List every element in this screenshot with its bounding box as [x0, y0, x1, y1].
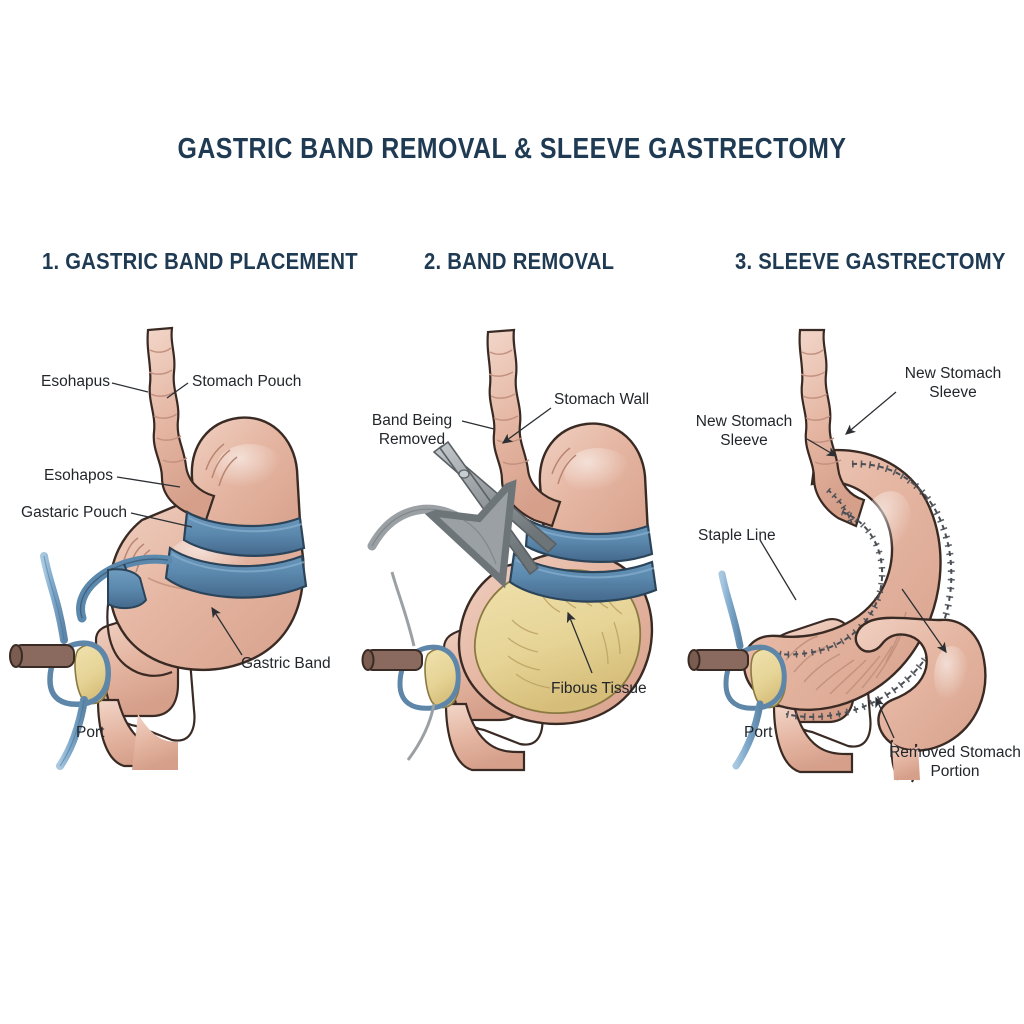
removed-stomach-portion-line-1: Removed Stomach — [889, 744, 1021, 761]
esophagus-shape-3 — [798, 328, 866, 528]
panel-1-leader-lines — [111, 382, 243, 656]
duodenum-shape-2 — [442, 616, 544, 772]
panel-2-leader-lines — [461, 407, 593, 674]
fat-pad-shape-2 — [424, 648, 461, 709]
fat-pad-shape — [74, 644, 111, 705]
leader-esophagus-upper — [111, 382, 149, 393]
duodenum-shape — [94, 610, 196, 770]
new-stomach-sleeve-label-right: New Stomach Sleeve — [898, 364, 1008, 403]
panel-title-sleeve-gastrectomy: 3. SLEEVE GASTRECTOMY — [735, 248, 1006, 274]
gastric-band-being-removed-shape[interactable] — [508, 518, 658, 603]
page-title: Gastric Band Removal & Sleeve Gastrectom… — [177, 133, 847, 165]
new-stomach-sleeve-left-line-2: Sleeve — [720, 432, 768, 450]
leader-stomach-pouch — [166, 382, 189, 399]
leader-new-sleeve-right — [845, 391, 897, 435]
port-label-3: Port — [744, 724, 773, 741]
band-being-removed-label-line-2: Removed — [378, 431, 446, 449]
gastric-pouch-shape-2 — [538, 422, 650, 544]
gastric-pouch-label: Gastaric Pouch — [21, 504, 127, 521]
fibrous-tissue-label: Fibous Tissue — [551, 680, 647, 697]
band-being-removed-label: Band Being Removed — [362, 411, 462, 450]
esophagus-label-upper: Esohapus — [41, 373, 110, 390]
stomach-wall-label: Stomach Wall — [554, 391, 650, 408]
leader-band-being-removed — [461, 420, 495, 430]
new-stomach-sleeve-right-line-1: New Stomach — [904, 365, 1002, 382]
port-label: Port — [76, 724, 105, 741]
leader-stomach-wall — [501, 407, 552, 444]
leader-removed-portion-2 — [875, 696, 895, 739]
removed-stomach-portion-label: Removed Stomach Portion — [880, 743, 1024, 782]
gastric-pouch-shape — [190, 416, 302, 532]
leader-fibrous-tissue — [566, 611, 593, 674]
leader-gastric-pouch — [130, 512, 193, 528]
duodenum-shape-3 — [770, 618, 872, 774]
esophagus-shape-2 — [486, 328, 562, 528]
access-port-shape-2[interactable] — [361, 571, 461, 761]
fat-pad-shape-3 — [750, 648, 787, 709]
leader-removed-portion — [901, 588, 947, 654]
gastric-band-shape[interactable] — [76, 510, 308, 623]
stomach-sleeve-shape — [742, 448, 942, 712]
leader-staple-line — [759, 539, 797, 601]
panel-1-illustration — [9, 326, 308, 770]
new-stomach-sleeve-label-left: New Stomach Sleeve — [689, 412, 799, 451]
esophagus-label-lower: Esohapos — [44, 467, 113, 484]
stomach-pouch-label: Stomach Pouch — [192, 373, 302, 390]
leader-new-sleeve-left — [806, 438, 838, 457]
new-stomach-sleeve-left-line-1: New Stomach — [695, 413, 793, 430]
band-being-removed-label-line-1: Band Being — [371, 412, 453, 429]
surgical-forceps-icon — [432, 440, 558, 576]
gastric-band-label: Gastric Band — [241, 655, 331, 672]
esophagus-shape — [146, 326, 216, 522]
removal-direction-arrow — [367, 509, 496, 564]
panel-title-band-removal: 2. BAND REMOVAL — [424, 248, 615, 274]
staple-line-shape — [760, 460, 955, 721]
leader-gastric-band — [211, 606, 243, 656]
removed-stomach-portion-line-2: Portion — [930, 763, 980, 781]
panel-title-gastric-band-placement: 1. GASTRIC BAND PLACEMENT — [42, 248, 358, 274]
staple-line-label: Staple Line — [698, 527, 776, 544]
new-stomach-sleeve-right-line-2: Sleeve — [929, 384, 977, 402]
leader-esophagus-lower — [116, 476, 181, 488]
stomach-body-shape — [106, 488, 305, 677]
